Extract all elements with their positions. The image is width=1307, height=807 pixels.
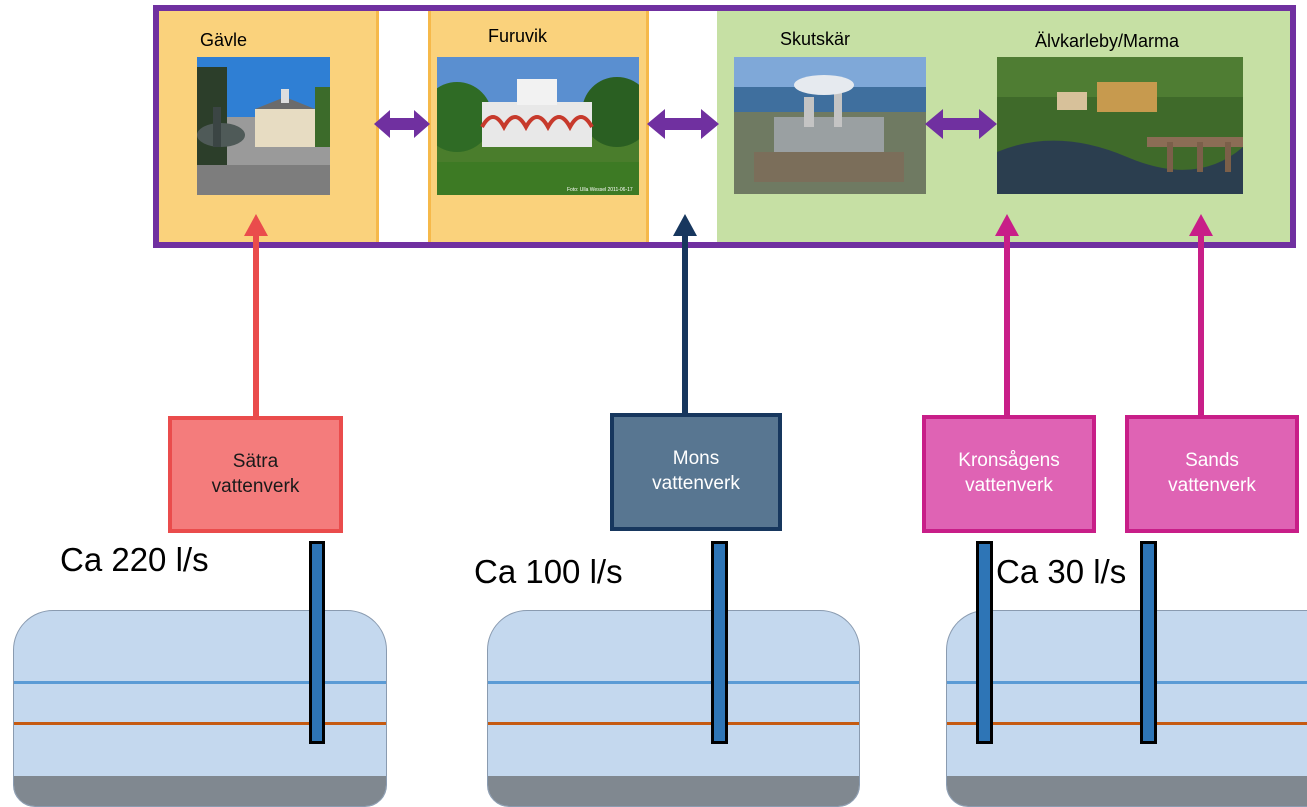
plant-kronsagen-label: Kronsågens vattenverk [958, 450, 1060, 496]
place-label-furuvik: Furuvik [488, 26, 548, 46]
skutskar-photo [734, 57, 926, 194]
flow-label-south: Ca 30 l/s [996, 553, 1127, 590]
supply-arrow-sands [1189, 214, 1213, 420]
photo-credit: Foto: Ulla Wessel 2011-06-17 [567, 187, 633, 193]
plant-mons-label: Mons vattenverk [652, 448, 740, 494]
plant-sands-label: Sands vattenverk [1168, 450, 1256, 496]
well-sands [1140, 541, 1157, 744]
plant-satra: Sätra vattenverk [168, 416, 343, 533]
plant-kronsagen: Kronsågens vattenverk [922, 415, 1096, 533]
supply-arrow-mons [673, 214, 697, 420]
aquifer-satra [13, 610, 387, 807]
supply-arrow-satra [244, 214, 268, 420]
aquifer-mons [487, 610, 860, 807]
well-satra [309, 541, 325, 744]
supply-arrow-kronsagen [995, 214, 1019, 420]
region-frame [153, 5, 1296, 248]
double-arrow-icon [647, 109, 719, 139]
gavle-photo [197, 57, 330, 195]
double-arrow-icon [925, 109, 997, 139]
aquifer-south [946, 610, 1307, 807]
plant-satra-label: Sätra vattenverk [211, 450, 300, 497]
furuvik-photo: Foto: Ulla Wessel 2011-06-17 [437, 57, 639, 195]
flow-label-satra: Ca 220 l/s [60, 541, 209, 578]
well-kronsagen [976, 541, 993, 744]
flow-label-mons: Ca 100 l/s [474, 553, 623, 590]
place-label-gavle: Gävle [200, 30, 248, 50]
alvkarleby-photo [997, 57, 1243, 194]
well-mons [711, 541, 728, 744]
place-label-alvkarleby: Älvkarleby/Marma [1035, 31, 1180, 51]
double-arrow-icon [374, 110, 430, 138]
place-label-skutskar: Skutskär [780, 29, 851, 49]
plant-mons: Mons vattenverk [610, 413, 782, 531]
plant-sands: Sands vattenverk [1125, 415, 1299, 533]
